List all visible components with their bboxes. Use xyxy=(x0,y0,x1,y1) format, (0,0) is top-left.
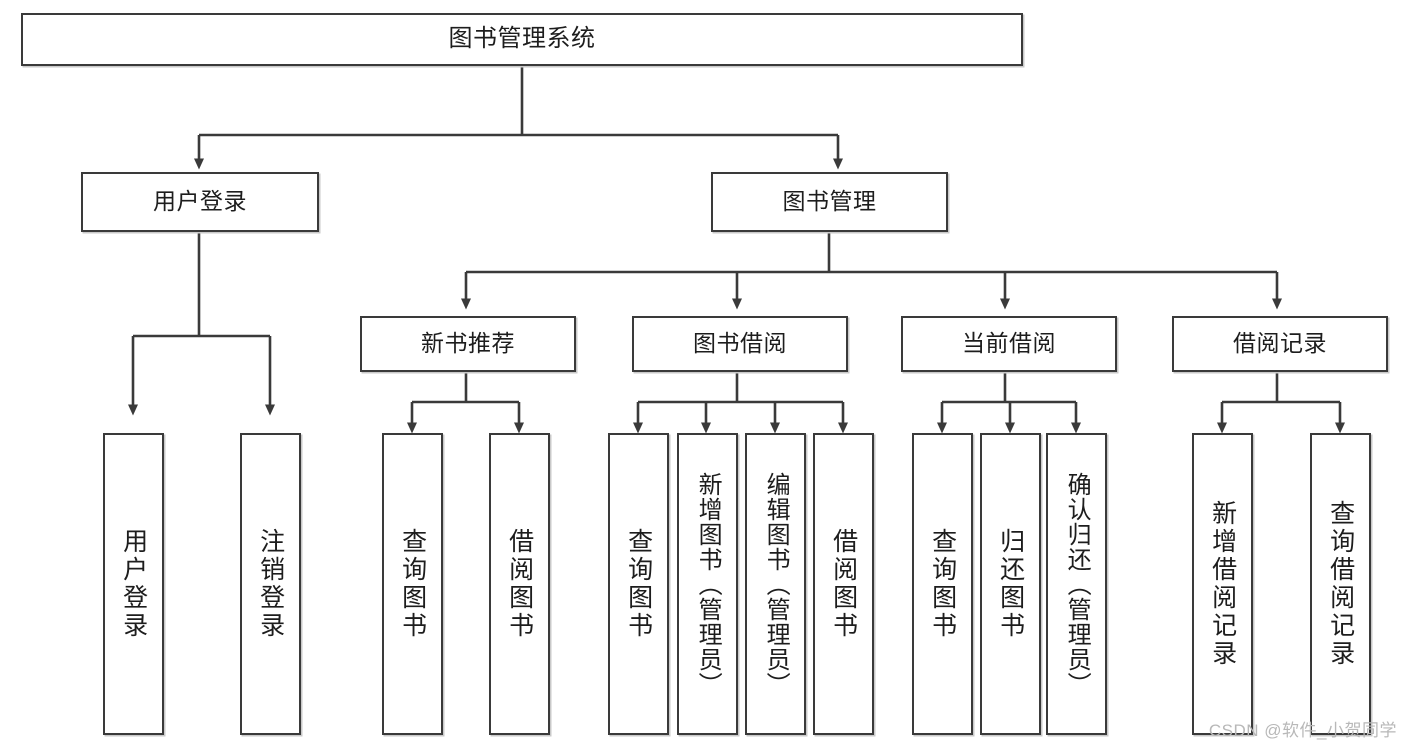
node-new-book-recommend[interactable]: 新书推荐 xyxy=(360,316,576,372)
node-user-login-label: 用户登录 xyxy=(153,188,247,215)
node-borrow-record[interactable]: 借阅记录 xyxy=(1172,316,1388,372)
node-leaf-query-record[interactable]: 查询借阅记录 xyxy=(1310,433,1371,735)
node-new-book-recommend-label: 新书推荐 xyxy=(421,330,515,357)
csdn-watermark: CSDN @软件_小贺同学 xyxy=(1208,721,1397,740)
node-leaf-borrow-book-b[interactable]: 借阅图书 xyxy=(813,433,874,735)
node-leaf-borrow-book-b-label: 借阅图书 xyxy=(829,528,858,640)
node-book-borrow-label: 图书借阅 xyxy=(693,330,787,357)
node-leaf-add-book[interactable]: 新增图书（管理员） xyxy=(677,433,738,735)
node-leaf-return-book[interactable]: 归还图书 xyxy=(980,433,1041,735)
node-leaf-logout[interactable]: 注销登录 xyxy=(240,433,301,735)
node-book-borrow[interactable]: 图书借阅 xyxy=(632,316,848,372)
node-book-manage[interactable]: 图书管理 xyxy=(711,172,948,232)
node-leaf-edit-book-label: 编辑图书（管理员） xyxy=(762,471,790,697)
node-leaf-query-book-c-label: 查询图书 xyxy=(928,528,957,640)
node-borrow-record-label: 借阅记录 xyxy=(1233,330,1327,357)
node-leaf-query-book-b[interactable]: 查询图书 xyxy=(608,433,669,735)
node-leaf-query-record-label: 查询借阅记录 xyxy=(1326,500,1355,668)
node-leaf-confirm-return-label: 确认归还（管理员） xyxy=(1063,471,1091,697)
node-leaf-add-book-label: 新增图书（管理员） xyxy=(694,471,722,697)
node-root-label: 图书管理系统 xyxy=(448,25,596,53)
node-book-manage-label: 图书管理 xyxy=(782,188,877,215)
node-leaf-add-record-label: 新增借阅记录 xyxy=(1208,500,1237,668)
node-leaf-edit-book[interactable]: 编辑图书（管理员） xyxy=(745,433,806,735)
node-root[interactable]: 图书管理系统 xyxy=(21,13,1023,66)
node-leaf-user-login-label: 用户登录 xyxy=(119,528,148,640)
node-leaf-return-book-label: 归还图书 xyxy=(996,528,1025,640)
node-user-login[interactable]: 用户登录 xyxy=(81,172,319,232)
node-current-borrow-label: 当前借阅 xyxy=(962,330,1056,357)
node-leaf-query-book-c[interactable]: 查询图书 xyxy=(912,433,973,735)
node-leaf-add-record[interactable]: 新增借阅记录 xyxy=(1192,433,1253,735)
node-leaf-borrow-book-a-label: 借阅图书 xyxy=(505,528,534,640)
node-leaf-user-login[interactable]: 用户登录 xyxy=(103,433,164,735)
node-leaf-logout-label: 注销登录 xyxy=(256,528,285,640)
node-leaf-query-book-b-label: 查询图书 xyxy=(624,528,653,640)
node-leaf-borrow-book-a[interactable]: 借阅图书 xyxy=(489,433,550,735)
node-leaf-query-book-a-label: 查询图书 xyxy=(398,528,427,640)
node-current-borrow[interactable]: 当前借阅 xyxy=(901,316,1117,372)
node-leaf-confirm-return[interactable]: 确认归还（管理员） xyxy=(1046,433,1107,735)
node-leaf-query-book-a[interactable]: 查询图书 xyxy=(382,433,443,735)
